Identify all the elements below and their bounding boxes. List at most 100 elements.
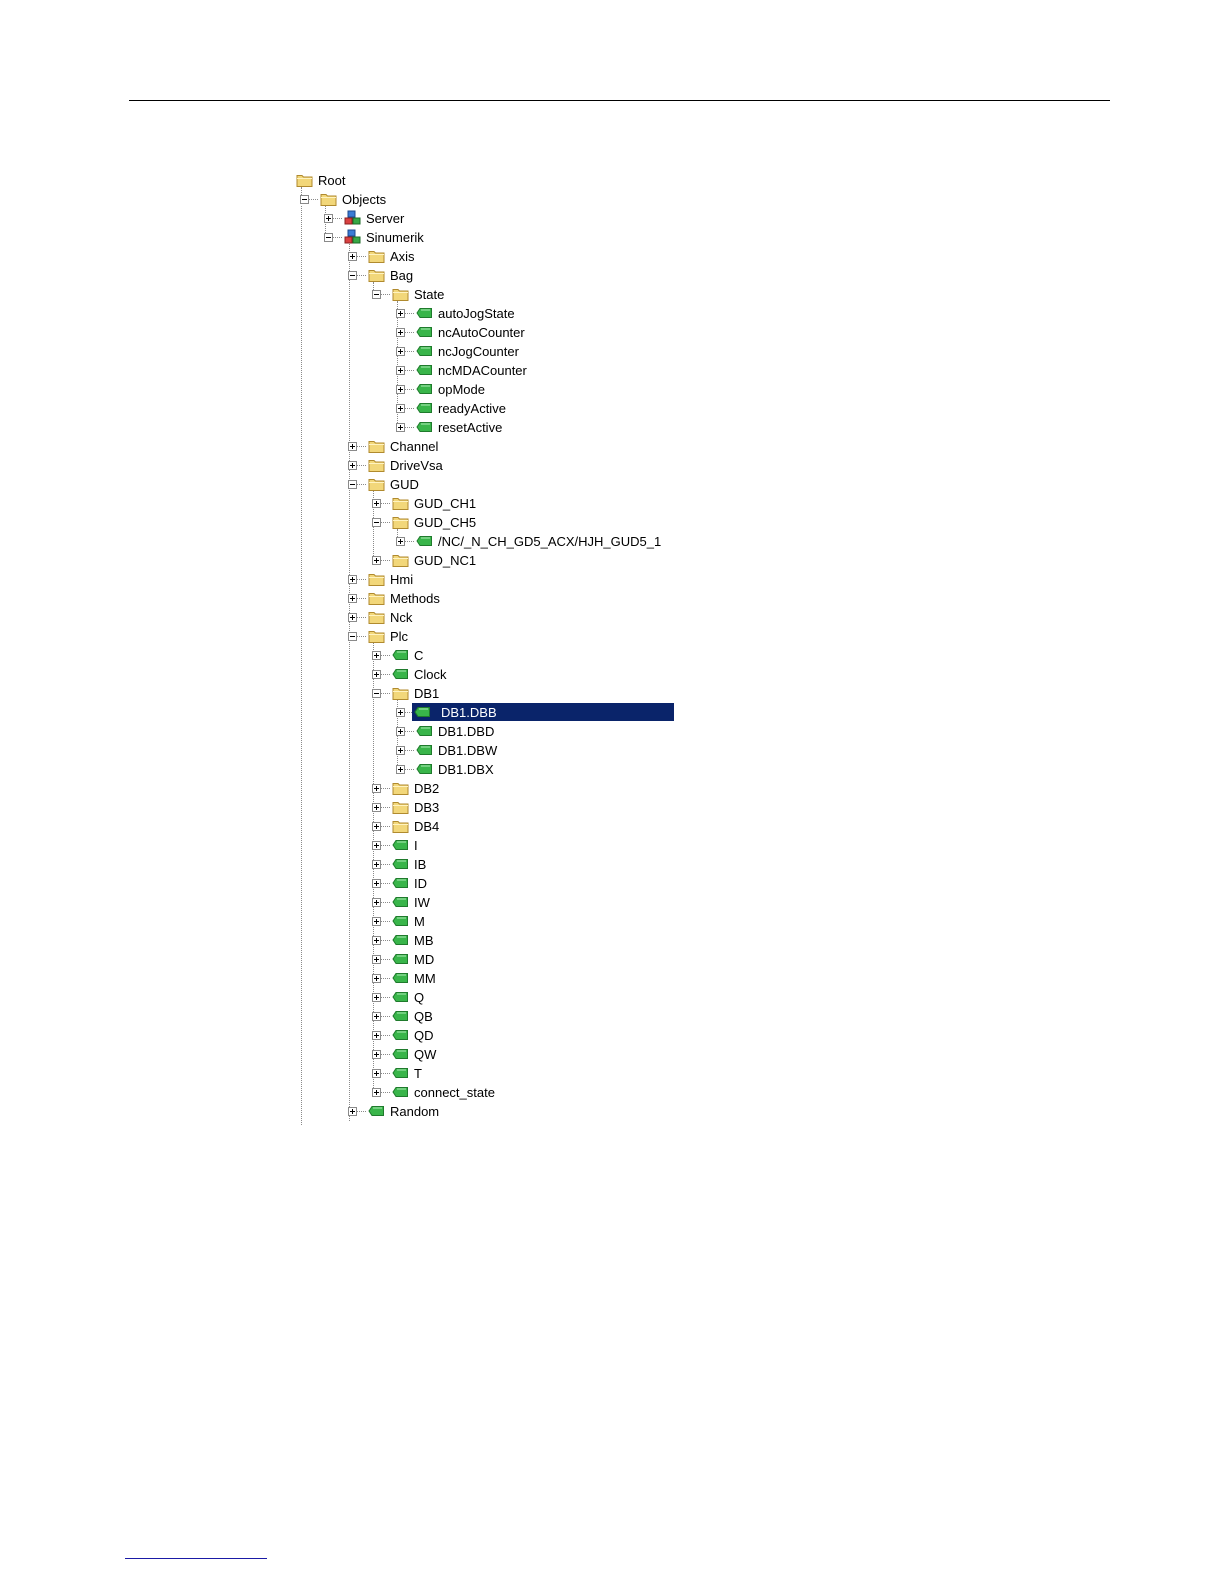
- collapse-minus-icon[interactable]: [348, 480, 357, 489]
- expand-plus-icon[interactable]: [396, 404, 405, 413]
- tree-node-label: Nck: [390, 610, 413, 625]
- expand-plus-icon[interactable]: [372, 784, 381, 793]
- tree-node-label: Random: [390, 1104, 440, 1119]
- expand-plus-icon[interactable]: [372, 974, 381, 983]
- expand-plus-icon[interactable]: [396, 708, 405, 717]
- expand-plus-icon[interactable]: [324, 214, 333, 223]
- collapse-minus-icon[interactable]: [324, 233, 333, 242]
- expand-plus-icon[interactable]: [348, 461, 357, 470]
- tree-connector-line: [349, 244, 350, 1121]
- folder-icon: [392, 495, 409, 511]
- expand-plus-icon[interactable]: [372, 822, 381, 831]
- tree-node-label: readyActive: [438, 401, 506, 416]
- expand-plus-icon[interactable]: [372, 1069, 381, 1078]
- tree-branch-line: [373, 921, 390, 922]
- object-node-icon: [344, 229, 361, 245]
- tree-node-label: ncAutoCounter: [438, 325, 525, 340]
- tree-branch-line: [397, 769, 414, 770]
- collapse-minus-icon[interactable]: [348, 271, 357, 280]
- tree-branch-line: [301, 199, 318, 200]
- tree-branch-line: [373, 693, 390, 694]
- variable-tag-icon: [392, 894, 409, 910]
- tree-node-label: autoJogState: [438, 306, 515, 321]
- variable-tag-icon: [416, 419, 433, 435]
- expand-plus-icon[interactable]: [396, 309, 405, 318]
- expand-plus-icon[interactable]: [372, 993, 381, 1002]
- tree-branch-line: [397, 389, 414, 390]
- folder-icon: [368, 457, 385, 473]
- tree-node-label: QW: [414, 1047, 437, 1062]
- folder-icon: [368, 571, 385, 587]
- expand-plus-icon[interactable]: [396, 423, 405, 432]
- expand-plus-icon[interactable]: [348, 1107, 357, 1116]
- expand-plus-icon[interactable]: [372, 841, 381, 850]
- expand-plus-icon[interactable]: [372, 936, 381, 945]
- footnote-rule: [125, 1558, 267, 1559]
- tree-branch-line: [373, 294, 390, 295]
- collapse-minus-icon[interactable]: [372, 518, 381, 527]
- tree-branch-line: [373, 978, 390, 979]
- tree-node-label: /NC/_N_CH_GD5_ACX/HJH_GUD5_1: [438, 534, 662, 549]
- expand-plus-icon[interactable]: [348, 594, 357, 603]
- expand-plus-icon[interactable]: [348, 442, 357, 451]
- tree-branch-line: [349, 598, 366, 599]
- collapse-minus-icon[interactable]: [348, 632, 357, 641]
- tree-node-label: DB1.DBX: [438, 762, 494, 777]
- expand-plus-icon[interactable]: [396, 537, 405, 546]
- expand-plus-icon[interactable]: [396, 746, 405, 755]
- expand-plus-icon[interactable]: [372, 499, 381, 508]
- expand-plus-icon[interactable]: [348, 613, 357, 622]
- variable-tag-icon: [392, 647, 409, 663]
- collapse-minus-icon[interactable]: [300, 195, 309, 204]
- expand-plus-icon[interactable]: [372, 1088, 381, 1097]
- tree-node-label: Plc: [390, 629, 409, 644]
- tree-connector-line: [397, 301, 398, 427]
- variable-tag-icon: [392, 932, 409, 948]
- tree-branch-line: [349, 484, 366, 485]
- expand-plus-icon[interactable]: [372, 803, 381, 812]
- expand-plus-icon[interactable]: [372, 1050, 381, 1059]
- tree-branch-line: [397, 408, 414, 409]
- expand-plus-icon[interactable]: [396, 328, 405, 337]
- expand-plus-icon[interactable]: [372, 917, 381, 926]
- expand-plus-icon[interactable]: [372, 955, 381, 964]
- tree-node-label: Sinumerik: [366, 230, 424, 245]
- tree-node-label: MM: [414, 971, 436, 986]
- tree-node-label: MD: [414, 952, 435, 967]
- collapse-minus-icon[interactable]: [372, 689, 381, 698]
- tree-branch-line: [397, 427, 414, 428]
- tree-node-label: Bag: [390, 268, 414, 283]
- expand-plus-icon[interactable]: [372, 1012, 381, 1021]
- tree-node-label: GUD_NC1: [414, 553, 477, 568]
- expand-plus-icon[interactable]: [372, 879, 381, 888]
- tree-branch-line: [397, 750, 414, 751]
- expand-plus-icon[interactable]: [396, 347, 405, 356]
- expand-plus-icon[interactable]: [372, 556, 381, 565]
- tree-branch-line: [349, 617, 366, 618]
- collapse-minus-icon[interactable]: [372, 290, 381, 299]
- variable-tag-icon: [392, 1046, 409, 1062]
- expand-plus-icon[interactable]: [396, 366, 405, 375]
- expand-plus-icon[interactable]: [372, 1031, 381, 1040]
- tree-node-label: Server: [366, 211, 405, 226]
- expand-plus-icon[interactable]: [372, 898, 381, 907]
- tree-branch-line: [325, 218, 342, 219]
- tree-branch-line: [325, 237, 342, 238]
- expand-plus-icon[interactable]: [348, 252, 357, 261]
- folder-icon: [392, 514, 409, 530]
- expand-plus-icon[interactable]: [396, 765, 405, 774]
- expand-plus-icon[interactable]: [372, 670, 381, 679]
- variable-tag-icon: [416, 723, 433, 739]
- expand-plus-icon[interactable]: [372, 651, 381, 660]
- variable-tag-icon: [392, 666, 409, 682]
- tree-branch-line: [373, 503, 390, 504]
- tree-node-label: GUD_CH5: [414, 515, 477, 530]
- expand-plus-icon[interactable]: [372, 860, 381, 869]
- folder-icon: [392, 286, 409, 302]
- tree-node-label: DB3: [414, 800, 440, 815]
- expand-plus-icon[interactable]: [396, 727, 405, 736]
- expand-plus-icon[interactable]: [348, 575, 357, 584]
- expand-plus-icon[interactable]: [396, 385, 405, 394]
- tree-branch-line: [349, 275, 366, 276]
